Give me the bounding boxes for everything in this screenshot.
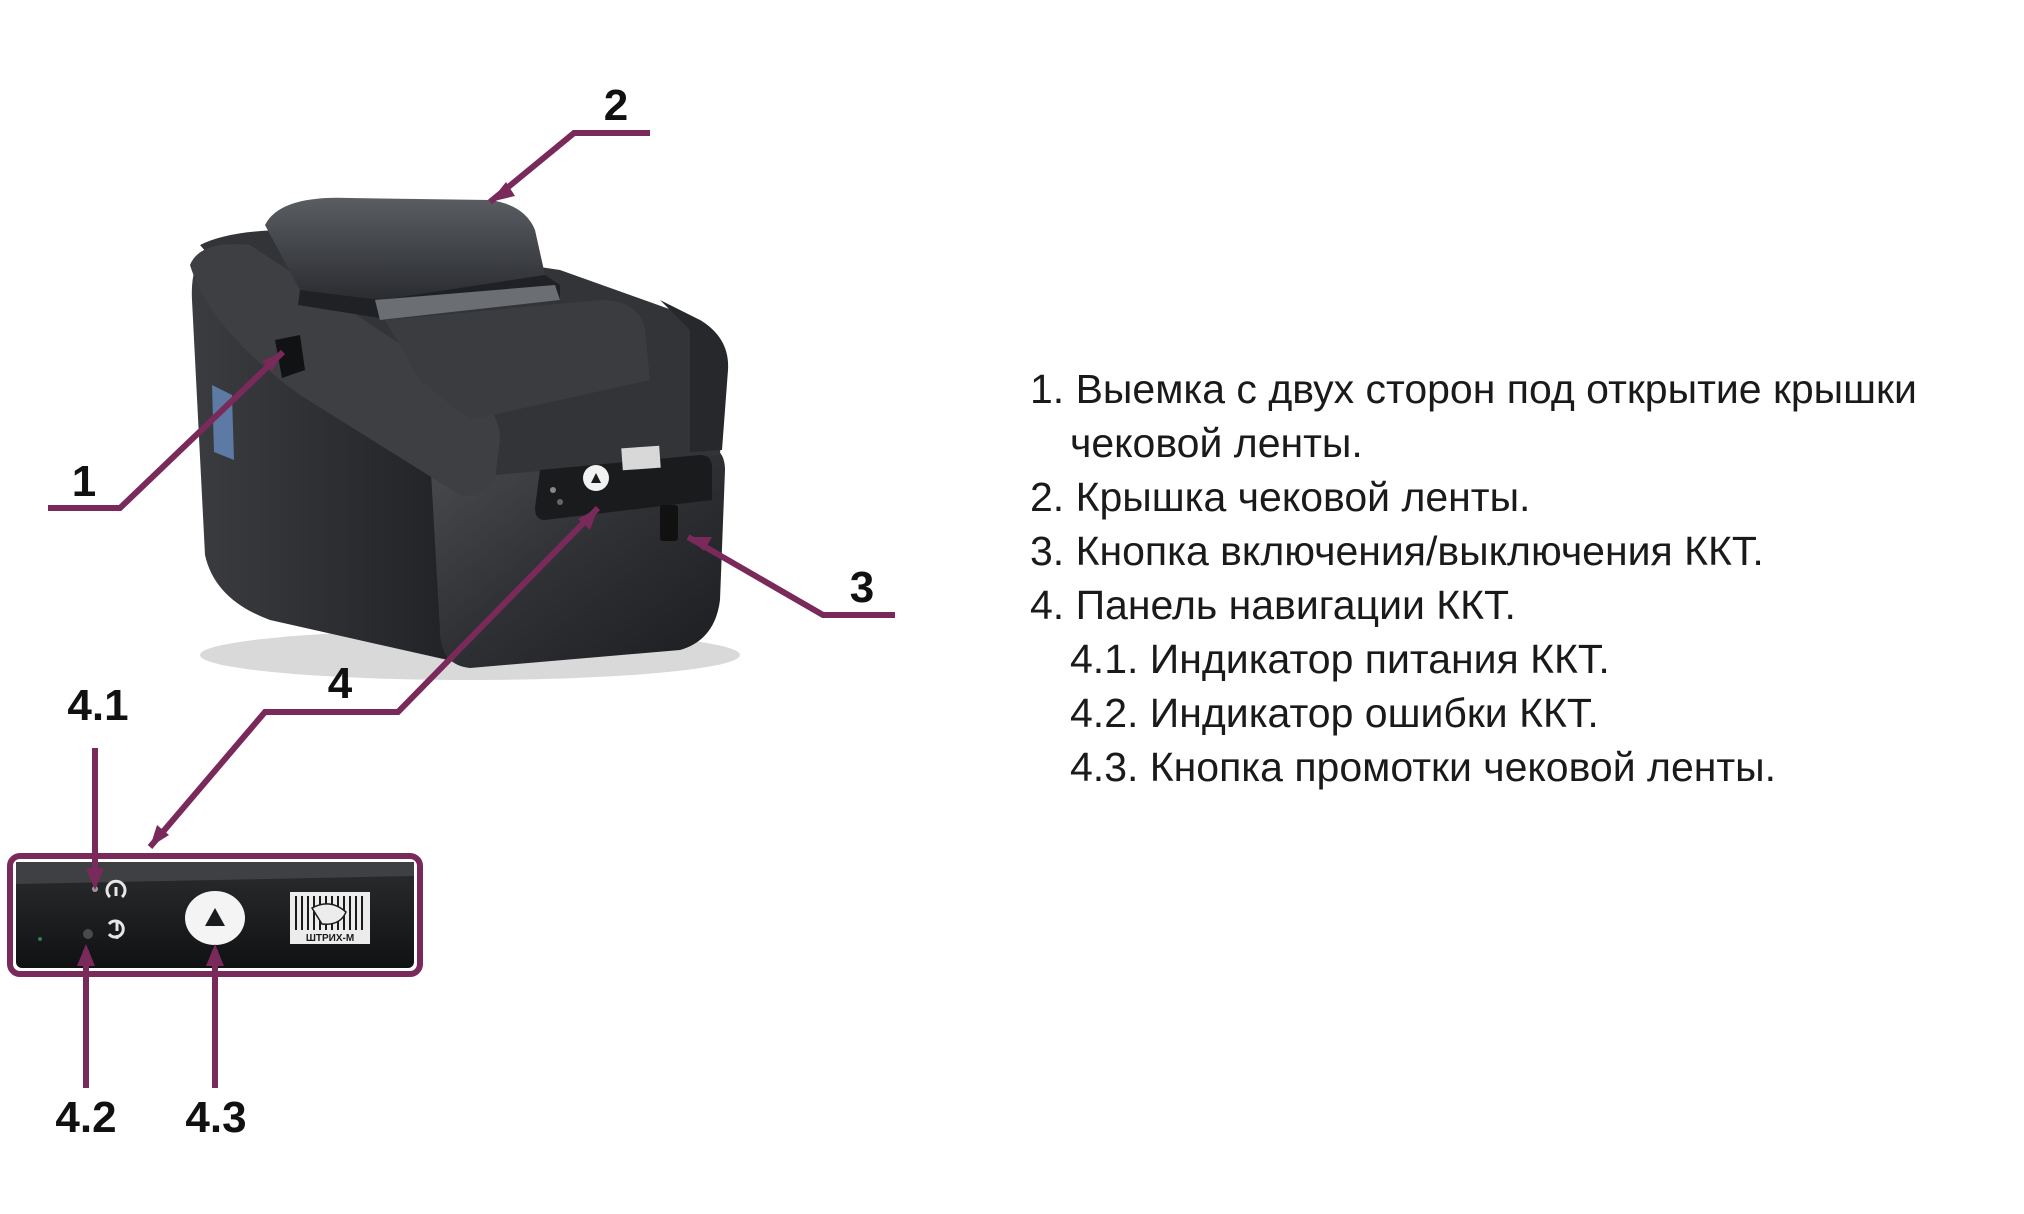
arrowhead-4-bottom <box>150 825 169 847</box>
feed-button-icon <box>185 891 245 945</box>
arrowhead-4-3 <box>206 944 224 966</box>
legend-item-1-continued: чековой ленты. <box>1070 420 1363 466</box>
leader-arrowheads <box>77 182 712 966</box>
printer-right-wall <box>660 300 729 452</box>
leader-line-2 <box>488 130 650 205</box>
callout-1: 1 <box>72 457 96 506</box>
panel-zoom-top-edge <box>16 862 414 884</box>
leader-line-3 <box>686 534 895 618</box>
legend-item-2: 2. Крышка чековой ленты. <box>1030 474 1531 520</box>
front-control-strip <box>535 455 712 520</box>
printer-center-block <box>385 300 650 420</box>
paper-slot <box>375 285 560 320</box>
front-logo-sticker <box>621 445 661 471</box>
paper-cover-lid <box>265 197 545 300</box>
callout-4-1: 4.1 <box>67 681 128 730</box>
side-label-sticker <box>212 385 234 460</box>
front-feed-arrow-icon <box>591 473 601 483</box>
callout-4-2: 4.2 <box>55 1093 116 1142</box>
printer-image <box>190 197 740 680</box>
error-led-icon <box>83 919 125 939</box>
arrowhead-4-top <box>578 508 598 530</box>
callout-2: 2 <box>604 81 628 130</box>
power-switch <box>660 505 678 541</box>
legend-item-1: 1. Выемка с двух сторон под открытие кры… <box>1030 366 1917 412</box>
leader-line-4 <box>147 505 601 849</box>
legend-item-4-2: 4.2. Индикатор ошибки ККТ. <box>1070 690 1599 736</box>
panel-green-dot <box>38 937 42 941</box>
callout-4: 4 <box>328 659 353 708</box>
arrowhead-3 <box>688 537 712 551</box>
arrowhead-1 <box>262 352 283 371</box>
arrowhead-2 <box>490 182 515 202</box>
front-error-led <box>557 499 563 505</box>
leader-lines <box>48 130 895 1088</box>
arrowhead-4-1 <box>86 868 104 890</box>
brand-logo-text: ШТРИХ-М <box>306 933 354 944</box>
legend-list: 1. Выемка с двух сторон под открытие кры… <box>1030 362 1917 794</box>
callout-4-3: 4.3 <box>185 1093 246 1142</box>
printer-left-bumper <box>190 244 500 496</box>
legend-item-4-1: 4.1. Индикатор питания ККТ. <box>1070 636 1610 682</box>
legend-item-3: 3. Кнопка включения/выключения ККТ. <box>1030 528 1764 574</box>
legend-item-4-3: 4.3. Кнопка промотки чековой ленты. <box>1070 744 1777 790</box>
brand-logo: ШТРИХ-М <box>290 892 370 944</box>
arrowhead-4-2 <box>77 944 95 966</box>
leader-line-1 <box>48 349 286 511</box>
lid-notch <box>275 335 305 378</box>
callout-3: 3 <box>850 563 874 612</box>
legend-item-4: 4. Панель навигации ККТ. <box>1030 582 1516 628</box>
front-power-led <box>550 487 556 493</box>
